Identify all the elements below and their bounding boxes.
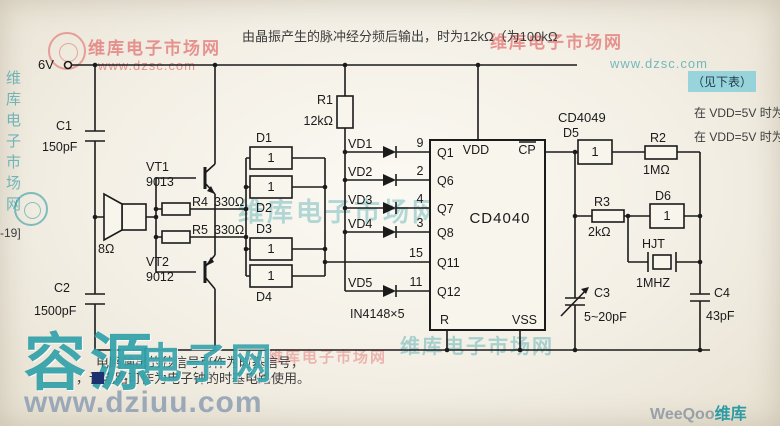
c1-ref: C1 [56, 119, 72, 133]
resistor-r3: R3 2kΩ [588, 195, 625, 239]
vt1-value: 9013 [146, 175, 174, 189]
gate-d1-label: D1 [256, 131, 272, 145]
dzsc-logo-watermark-left [14, 192, 48, 226]
vt2-ref: VT2 [146, 255, 169, 269]
dzsc-logo-inner [23, 201, 41, 219]
gate-d2: 1 D2 [249, 175, 293, 215]
pin-3: 3 [417, 216, 424, 230]
buffer-ic-label: CD4049 [558, 110, 606, 125]
r4-ref: R4 [192, 195, 208, 209]
ic-q7: Q7 [437, 202, 454, 216]
r3-ref: R3 [594, 195, 610, 209]
diode-note: IN4148×5 [350, 307, 405, 321]
ic-pin-vss: VSS [512, 313, 537, 327]
pin-9: 9 [417, 136, 424, 150]
resistor-r4: R4 330Ω [161, 195, 244, 216]
ic-q11: Q11 [437, 256, 460, 270]
capacitor-c2: C2 1500pF [34, 281, 105, 318]
supply-label: 6V [38, 57, 54, 72]
vd1-label: VD1 [348, 137, 372, 151]
gate-d1-symbol: 1 [267, 150, 274, 165]
vt1-ref: VT1 [146, 160, 169, 174]
crystal-value: 1MHZ [636, 276, 670, 290]
vd3-label: VD3 [348, 193, 372, 207]
r2-value: 1MΩ [643, 163, 670, 177]
capacitor-c4: C4 43pF [690, 286, 735, 323]
r5-value: 330Ω [214, 223, 244, 237]
vd5-label: VD5 [348, 276, 372, 290]
r1-value: 12kΩ [304, 114, 334, 128]
crystal-ref: HJT [642, 237, 665, 251]
vd2-label: VD2 [348, 165, 372, 179]
resistor-r2: R2 1MΩ [643, 131, 678, 177]
gate-d2-symbol: 1 [267, 179, 274, 194]
r5-ref: R5 [192, 223, 208, 237]
wires [71, 64, 710, 351]
pin-11: 11 [410, 275, 423, 289]
r2-ref: R2 [650, 131, 666, 145]
gate-d5-symbol: 1 [591, 144, 598, 159]
capacitor-c1: C1 150pF [42, 119, 105, 154]
vd4-label: VD4 [348, 217, 372, 231]
ic-name: CD4040 [469, 210, 530, 227]
gate-d4-label: D4 [256, 290, 272, 304]
transistor-vt2: VT2 9012 [146, 254, 216, 290]
gate-d3-symbol: 1 [267, 241, 274, 256]
gate-d5-label: D5 [563, 126, 579, 140]
ic-q8: Q8 [437, 226, 454, 240]
c4-ref: C4 [714, 286, 730, 300]
speaker-value: 8Ω [98, 242, 114, 256]
ic-q12: Q12 [437, 285, 461, 299]
c3-ref: C3 [594, 286, 610, 300]
ic-pin-numbers: 9 2 4 3 15 11 [409, 136, 423, 289]
pin-4: 4 [417, 192, 424, 206]
capacitor-c3: C3 5~20pF [560, 286, 627, 324]
r1-ref: R1 [317, 93, 333, 107]
gate-d4: 1 D4 [249, 264, 293, 304]
pin-2: 2 [417, 164, 424, 178]
resistor-r5: R5 330Ω [161, 223, 244, 244]
r3-value: 2kΩ [588, 225, 611, 239]
logo-square [92, 372, 104, 384]
transistor-vt1: VT1 9013 [146, 160, 216, 195]
ic-pin-r: R [440, 313, 449, 327]
gate-d6: 1 D6 [649, 189, 685, 229]
gate-d4-symbol: 1 [267, 268, 274, 283]
diode-vd1: VD1 [348, 137, 397, 158]
r4-value: 330Ω [214, 195, 244, 209]
crystal-icon: HJT 1MHZ [636, 237, 677, 290]
gate-d2-label: D2 [256, 201, 272, 215]
gate-d6-symbol: 1 [663, 208, 670, 223]
c1-value: 150pF [42, 140, 78, 154]
gate-d5: 1 D5 [563, 126, 613, 165]
gate-d3-label: D3 [256, 222, 272, 236]
ic-q6: Q6 [437, 174, 454, 188]
junction-dots [92, 62, 703, 353]
c2-ref: C2 [54, 281, 70, 295]
diode-vd3: VD3 [348, 193, 397, 214]
vt2-value: 9012 [146, 270, 174, 284]
diode-vd5: VD5 [348, 276, 397, 297]
resistor-r1: R1 12kΩ [304, 93, 354, 129]
ic-cd4040: VDD CP Q1 Q6 Q7 Q8 Q11 Q12 CD4040 R VSS [429, 139, 546, 331]
c2-value: 1500pF [34, 304, 77, 318]
c3-value: 5~20pF [584, 310, 627, 324]
supply-terminal: 6V [38, 57, 73, 72]
gate-d6-label: D6 [655, 189, 671, 203]
ic-q1: Q1 [437, 146, 454, 160]
diode-vd2: VD2 [348, 165, 397, 186]
diode-vd4: VD4 [348, 217, 397, 238]
speaker-icon: 8Ω [98, 192, 147, 256]
pin-15: 15 [409, 246, 423, 260]
ic-pin-cp: CP [518, 143, 535, 157]
c4-value: 43pF [706, 309, 735, 323]
gate-d3: 1 D3 [249, 222, 293, 261]
ic-pin-vdd: VDD [463, 143, 489, 157]
gate-d1: 1 D1 [249, 131, 293, 170]
